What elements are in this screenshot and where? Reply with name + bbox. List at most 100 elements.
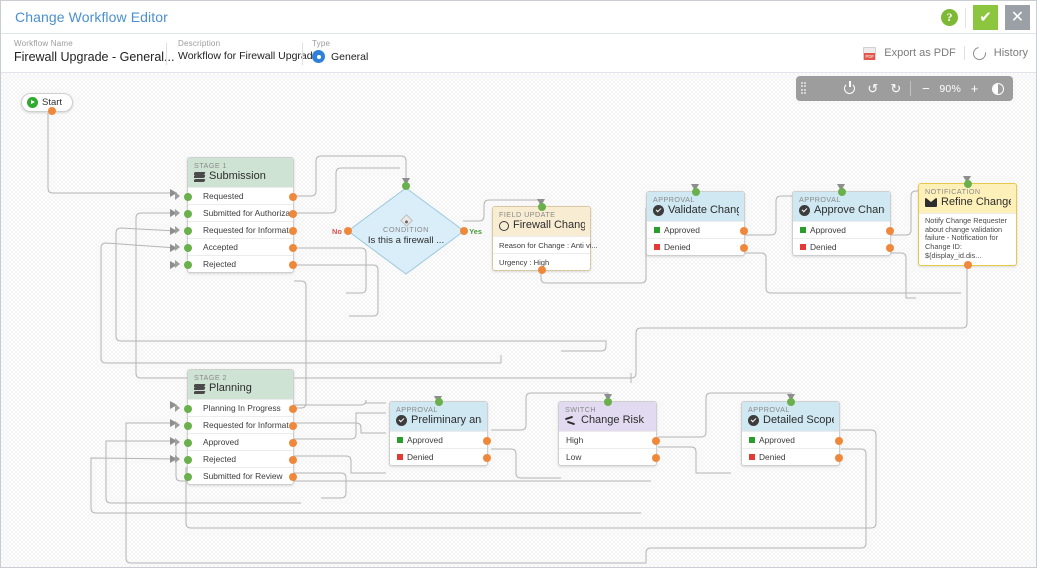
port-in[interactable] <box>838 188 846 196</box>
port-in[interactable] <box>184 472 192 481</box>
help-icon[interactable]: ? <box>941 9 958 26</box>
node-approval3[interactable]: APPROVAL Preliminary analy... Approved D… <box>389 398 491 466</box>
port-in[interactable] <box>604 398 612 406</box>
zoom-out-button[interactable]: − <box>922 81 930 96</box>
port-in[interactable] <box>184 243 192 252</box>
port-out[interactable] <box>289 455 297 464</box>
node-title: Submission <box>209 170 266 182</box>
stage-row[interactable]: Requested for Informat... <box>175 221 297 238</box>
stage-row[interactable]: Planning In Progress <box>175 399 297 416</box>
stage-row[interactable]: Rejected <box>175 255 297 272</box>
port-out[interactable] <box>652 436 660 445</box>
contrast-icon[interactable] <box>986 76 1009 101</box>
denied-bullet-icon <box>800 244 806 250</box>
port-out[interactable] <box>964 260 972 269</box>
node-stage1[interactable]: STAGE 1 Submission Requested Submitted f… <box>175 157 297 273</box>
row-label: Accepted <box>203 242 238 252</box>
approval-row[interactable]: Denied <box>742 448 843 465</box>
port-out[interactable] <box>886 226 894 235</box>
port-in[interactable] <box>184 455 192 464</box>
port-in[interactable] <box>184 404 192 413</box>
node-title: Change Risk <box>581 414 644 426</box>
port-out[interactable] <box>289 192 297 201</box>
zoom-toolbar[interactable]: ↺ ↻ − 90% + <box>796 76 1013 101</box>
port-out-yes[interactable] <box>460 227 468 235</box>
port-in[interactable] <box>402 182 410 190</box>
port-out[interactable] <box>835 436 843 445</box>
port-out[interactable] <box>835 453 843 462</box>
toolbar-drag-handle[interactable] <box>796 76 812 101</box>
port-in[interactable] <box>184 438 192 447</box>
approval-row[interactable]: Approved <box>793 221 894 238</box>
stage-row[interactable]: Approved <box>175 433 297 450</box>
port-out[interactable] <box>289 438 297 447</box>
port-in[interactable] <box>692 188 700 196</box>
page-title: Change Workflow Editor <box>15 9 168 25</box>
approval-row[interactable]: Approved <box>390 431 491 448</box>
port-out[interactable] <box>740 243 748 252</box>
export-as-pdf-button[interactable]: Export as PDF <box>884 47 956 59</box>
history-button[interactable]: History <box>993 47 1028 59</box>
node-approval1[interactable]: APPROVAL Validate Change ... Approved De… <box>646 188 748 256</box>
node-fieldupdate1[interactable]: FIELD UPDATE Firewall Change fi... Reaso… <box>492 203 598 274</box>
port-in[interactable] <box>184 260 192 269</box>
save-button[interactable]: ✔ <box>973 5 998 30</box>
stage-row[interactable]: Submitted for Authoriza... <box>175 204 297 221</box>
zoom-in-button[interactable]: + <box>970 81 979 96</box>
port-in[interactable] <box>787 398 795 406</box>
port-out[interactable] <box>289 404 297 413</box>
port-out[interactable] <box>740 226 748 235</box>
row-label: Approved <box>203 437 239 447</box>
port-in[interactable] <box>435 398 443 406</box>
close-button[interactable]: ✕ <box>1005 5 1030 30</box>
switch-row[interactable]: High <box>559 431 660 448</box>
condition-shape <box>347 187 465 275</box>
port-in[interactable] <box>184 226 192 235</box>
port-out[interactable] <box>289 209 297 218</box>
port-out[interactable] <box>289 472 297 481</box>
port-out[interactable] <box>538 266 546 274</box>
port-out[interactable] <box>652 453 660 462</box>
workflow-name-label: Workflow Name <box>14 39 73 48</box>
switch-row[interactable]: Low <box>559 448 660 465</box>
port-in[interactable] <box>964 180 972 188</box>
port-out[interactable] <box>289 421 297 430</box>
undo-icon[interactable]: ↺ <box>867 80 879 96</box>
node-approval2[interactable]: APPROVAL Approve Change ... Approved Den… <box>792 188 894 256</box>
approval-row[interactable]: Approved <box>742 431 843 448</box>
port-out[interactable] <box>886 243 894 252</box>
port-in[interactable] <box>184 209 192 218</box>
title-bar: Change Workflow Editor ? ✔ ✕ <box>1 1 1036 34</box>
port-out[interactable] <box>48 107 56 115</box>
stage-row[interactable]: Submitted for Review <box>184 467 297 484</box>
node-header: FIELD UPDATE Firewall Change fi... <box>493 207 590 236</box>
port-out[interactable] <box>483 453 491 462</box>
connector-layer <box>47 113 971 564</box>
approval-row[interactable]: Approved <box>647 221 748 238</box>
port-out[interactable] <box>483 436 491 445</box>
approval-row[interactable]: Denied <box>793 238 894 255</box>
node-start[interactable]: Start <box>21 93 74 115</box>
workflow-canvas[interactable]: ↺ ↻ − 90% + Start STAGE 1 Submission <box>1 73 1036 567</box>
stage-row[interactable]: Requested for Informat... <box>175 416 297 433</box>
node-approval4[interactable]: APPROVAL Detailed Scope of... Approved D… <box>741 398 843 466</box>
node-switch1[interactable]: SWITCH Change Risk High Low <box>558 398 660 466</box>
node-condition1[interactable]: CONDITION Is this a firewall ... No Yes <box>332 182 482 276</box>
port-out[interactable] <box>289 243 297 252</box>
power-reset-icon[interactable] <box>838 76 861 101</box>
row-label: Submitted for Authoriza... <box>203 208 298 218</box>
stage-row[interactable]: Requested <box>175 187 297 204</box>
approval-row[interactable]: Denied <box>647 238 748 255</box>
port-out-no[interactable] <box>344 227 352 235</box>
port-in[interactable] <box>184 192 192 201</box>
port-out[interactable] <box>289 226 297 235</box>
stage-row[interactable]: Rejected <box>175 450 297 467</box>
node-stage2[interactable]: STAGE 2 Planning Planning In Progress Re… <box>175 369 297 485</box>
port-in[interactable] <box>184 421 192 430</box>
port-in[interactable] <box>538 203 546 211</box>
approval-row[interactable]: Denied <box>390 448 491 465</box>
redo-icon[interactable]: ↻ <box>890 80 902 96</box>
port-out[interactable] <box>289 260 297 269</box>
node-notification1[interactable]: NOTIFICATION Refine Change &... Notify C… <box>918 180 1017 269</box>
stage-row[interactable]: Accepted <box>175 238 297 255</box>
